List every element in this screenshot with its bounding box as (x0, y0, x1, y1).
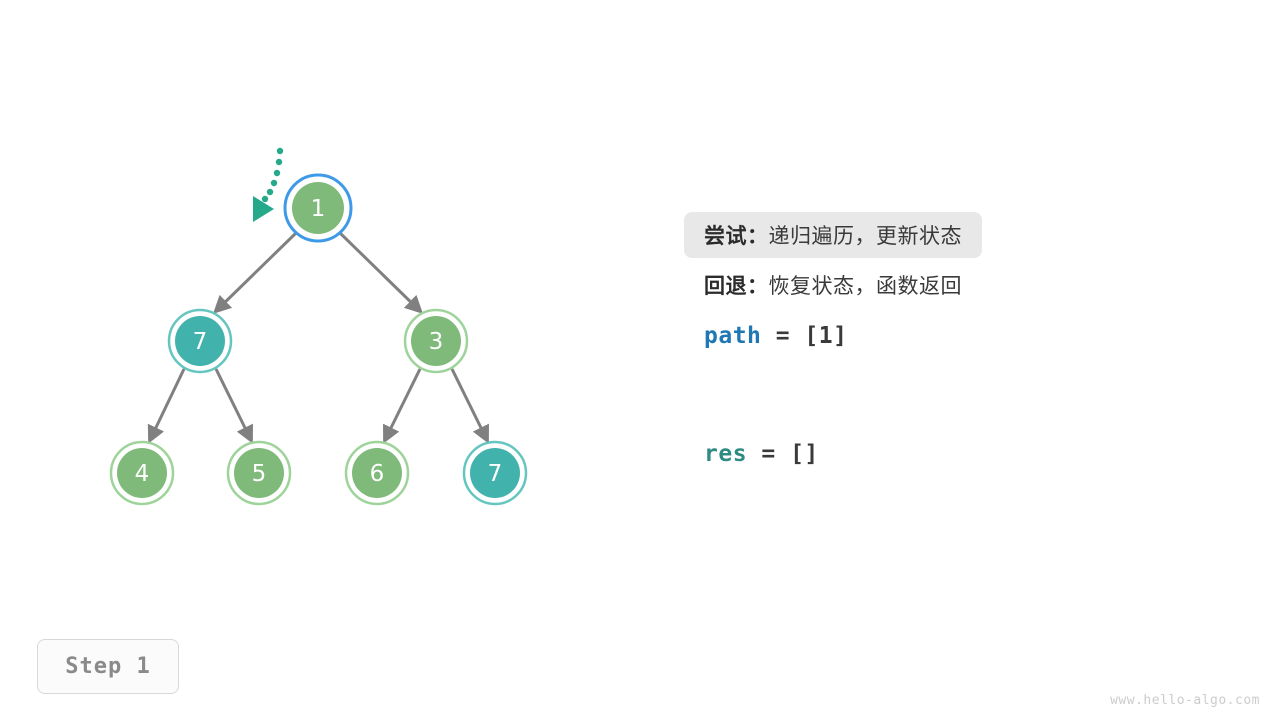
tree-node-5-label: 5 (252, 461, 267, 487)
panel-spacer (684, 362, 1244, 428)
tree-node-6[interactable]: 6 (344, 440, 410, 506)
site-watermark: www.hello-algo.com (1110, 693, 1260, 708)
tree-node-7a-label: 7 (193, 329, 208, 355)
try-line-label: 尝试： (704, 224, 769, 248)
tree-node-5[interactable]: 5 (226, 440, 292, 506)
path-variable-name: path (704, 323, 762, 349)
edge-n3-n6 (383, 368, 422, 444)
try-line-row: 尝试：递归遍历，更新状态 (684, 210, 1244, 260)
tree-node-3-label: 3 (429, 329, 444, 355)
tree-node-7b[interactable]: 7 (462, 440, 528, 506)
tree-node-7b-label: 7 (488, 461, 503, 487)
back-line-row: 回退：恢复状态，函数返回 (684, 260, 1244, 310)
tree-node-4-label: 4 (135, 461, 150, 487)
edge-n7a-n4 (147, 368, 186, 444)
edge-n7a-n5 (214, 368, 253, 444)
edge-n3-n7b (450, 368, 489, 444)
back-line-text: 恢复状态，函数返回 (768, 274, 962, 298)
pointer-arrow-head (253, 196, 274, 222)
res-variable-name: res (704, 441, 748, 467)
tree-node-7a[interactable]: 7 (167, 308, 233, 374)
tree-nodes: 1 7 3 4 (109, 173, 528, 506)
step-badge-label: Step 1 (65, 654, 151, 679)
tree-node-3[interactable]: 3 (403, 308, 469, 374)
step-badge: Step 1 (37, 639, 179, 694)
tree-edges (147, 231, 489, 444)
tree-node-6-label: 6 (370, 461, 385, 487)
binary-tree-diagram: 1 7 3 4 (109, 147, 528, 506)
edge-n1-n7a (212, 231, 298, 314)
state-panel: 尝试：递归遍历，更新状态 回退：恢复状态，函数返回 path = [1] res… (684, 210, 1244, 480)
edge-n1-n3 (338, 231, 424, 314)
res-variable-value: = [] (747, 441, 819, 467)
path-variable-value: = [1] (761, 323, 848, 349)
path-line-row: path = [1] (684, 310, 1244, 362)
tree-node-4[interactable]: 4 (109, 440, 175, 506)
site-watermark-text: www.hello-algo.com (1110, 693, 1260, 708)
tree-node-1-label: 1 (311, 196, 326, 222)
try-line-text: 递归遍历，更新状态 (768, 224, 962, 248)
tree-node-1[interactable]: 1 (283, 173, 353, 243)
try-line-highlight: 尝试：递归遍历，更新状态 (684, 212, 982, 258)
res-line-row: res = [] (684, 428, 1244, 480)
back-line-label: 回退： (704, 274, 769, 298)
recursion-entry-pointer (253, 147, 284, 222)
